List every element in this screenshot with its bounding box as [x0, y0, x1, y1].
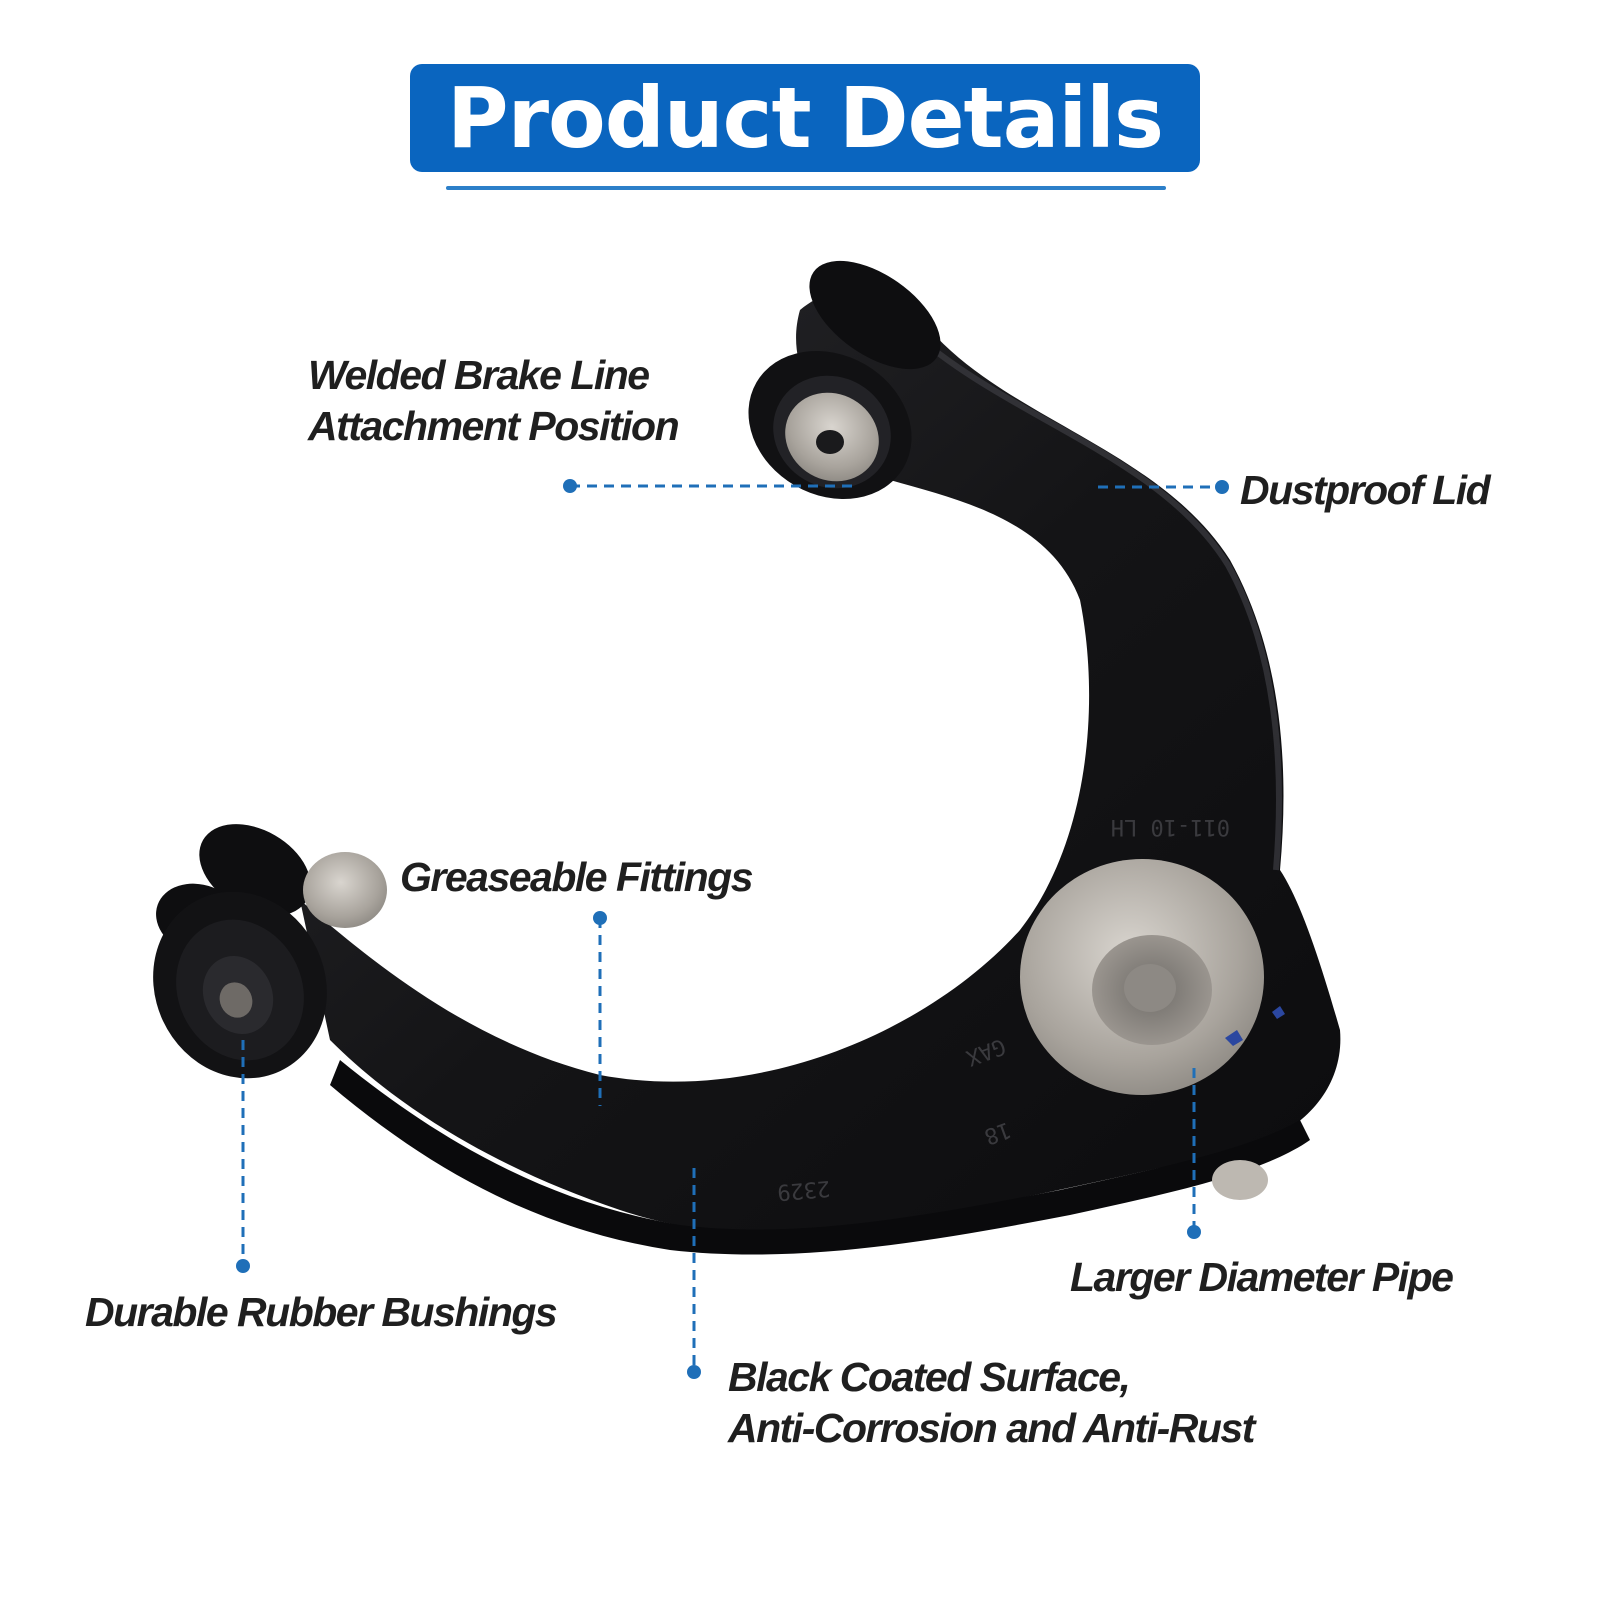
ball-stud — [1212, 1160, 1268, 1200]
marking-code-4: 2329 — [776, 1175, 831, 1205]
label-welded-line2: Attachment Position — [308, 403, 680, 449]
leader-dots — [236, 479, 1229, 1379]
upper-bushing — [748, 260, 941, 500]
title-banner: Product Details — [410, 64, 1200, 172]
page-title: Product Details — [447, 69, 1164, 167]
dot-coated — [687, 1365, 701, 1379]
dot-bushings — [236, 1259, 250, 1273]
marking-code-1: 011-10 LH — [1111, 814, 1230, 839]
label-durable-rubber-bushings: Durable Rubber Bushings — [85, 1289, 558, 1335]
dot-pipe — [1187, 1225, 1201, 1239]
title-underline — [446, 186, 1166, 190]
part-markings: 011-10 LH GAX 18 2329 — [776, 814, 1230, 1204]
lower-bushing — [153, 824, 387, 1079]
leader-lines — [241, 484, 1222, 1372]
label-greaseable-fittings: Greaseable Fittings — [400, 854, 754, 900]
label-welded-brake-line: Welded Brake Line Attachment Position — [308, 350, 680, 452]
label-larger-diameter-pipe: Larger Diameter Pipe — [1070, 1254, 1454, 1300]
label-black-coated-surface: Black Coated Surface, Anti-Corrosion and… — [728, 1352, 1255, 1454]
label-coated-line1: Black Coated Surface, — [728, 1354, 1131, 1400]
label-coated-line2: Anti-Corrosion and Anti-Rust — [728, 1405, 1255, 1451]
dot-dustproof — [1215, 480, 1229, 494]
ball-joint — [1020, 859, 1285, 1200]
dot-greaseable — [593, 911, 607, 925]
dot-welded — [563, 479, 577, 493]
label-welded-line1: Welded Brake Line — [308, 352, 650, 398]
label-dustproof-lid: Dustproof Lid — [1240, 467, 1491, 513]
